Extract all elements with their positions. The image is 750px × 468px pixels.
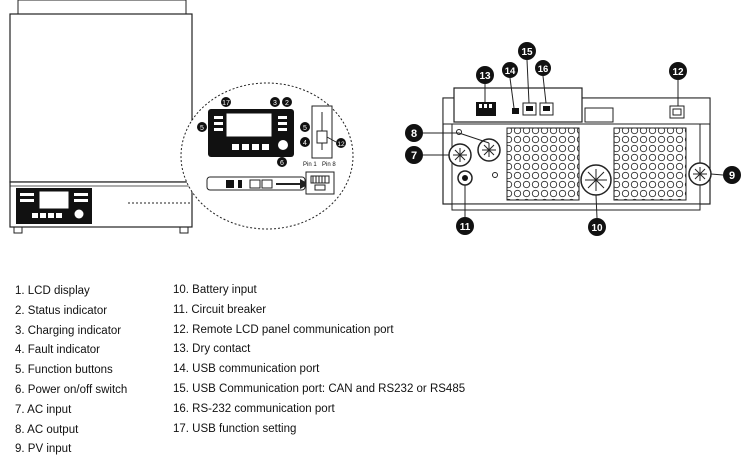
pin-8-label: Pin 8 <box>322 162 336 168</box>
callout-11: 11 <box>456 217 474 235</box>
callout-4: 4 <box>300 137 310 147</box>
svg-text:5: 5 <box>200 125 204 132</box>
communication-board <box>453 87 614 123</box>
svg-text:14: 14 <box>505 66 516 77</box>
legend-item: 6. Power on/off switch <box>15 383 128 396</box>
svg-text:8: 8 <box>411 128 417 140</box>
pv-input-gland <box>688 162 712 186</box>
legend-item: 7. AC input <box>15 403 72 416</box>
legend-item: 5. Function buttons <box>15 364 113 377</box>
callout-2: 2 <box>282 97 292 107</box>
callout-12-zoom: 12 <box>336 138 346 148</box>
svg-text:9: 9 <box>729 170 735 182</box>
ac-output-gland <box>477 138 501 162</box>
legend-item: 13. Dry contact <box>173 343 251 356</box>
svg-text:2: 2 <box>285 100 289 107</box>
callout-9: 9 <box>723 166 741 184</box>
battery-input-gland <box>580 164 612 196</box>
svg-text:16: 16 <box>538 64 549 75</box>
callout-14: 14 <box>502 62 518 78</box>
cooling-fans <box>506 127 687 201</box>
front-control-panel <box>16 188 92 224</box>
callout-16: 16 <box>535 60 551 76</box>
svg-text:11: 11 <box>460 222 471 233</box>
svg-text:13: 13 <box>479 71 491 82</box>
svg-text:5: 5 <box>303 125 307 132</box>
legend-item: 16. RS-232 communication port <box>173 402 335 415</box>
callout-6: 6 <box>277 157 287 167</box>
legend-item: 9. PV input <box>15 443 72 456</box>
callout-5-left: 5 <box>197 122 207 132</box>
legend-item: 12. Remote LCD panel communication port <box>173 323 394 336</box>
legend-item: 3. Charging indicator <box>15 324 122 337</box>
svg-text:12: 12 <box>672 67 684 78</box>
product-overview-diagram: 17 3 2 5 5 4 6 12 Pin 1 Pi <box>9 0 741 236</box>
circuit-breaker <box>457 170 473 186</box>
svg-text:3: 3 <box>273 100 277 107</box>
legend-left-column: 1. LCD display 2. Status indicator 3. Ch… <box>15 282 127 460</box>
legend-item: 11. Circuit breaker <box>173 303 267 316</box>
pin-1-label: Pin 1 <box>303 162 317 168</box>
legend-item: 17. USB function setting <box>173 422 297 435</box>
callout-7: 7 <box>405 146 423 164</box>
callout-5-right: 5 <box>300 122 310 132</box>
callout-13: 13 <box>476 66 494 84</box>
legend-item: 4. Fault indicator <box>15 344 101 357</box>
legend-item: 14. USB communication port <box>173 363 320 376</box>
inverter-rear-view: 13 14 15 16 12 8 7 9 <box>405 42 741 236</box>
callout-8: 8 <box>405 124 423 142</box>
callout-10: 10 <box>588 218 606 236</box>
bottom-port-strip <box>206 171 335 195</box>
legend-item: 8. AC output <box>15 423 79 436</box>
svg-text:15: 15 <box>521 47 533 58</box>
svg-text:10: 10 <box>591 223 603 234</box>
rj45-port-detail <box>311 105 337 159</box>
zoom-detail-circle: 17 3 2 5 5 4 6 12 Pin 1 Pi <box>180 82 354 230</box>
zoomed-control-panel <box>208 109 294 157</box>
callout-17: 17 <box>221 97 231 107</box>
svg-text:12: 12 <box>337 141 345 148</box>
svg-text:6: 6 <box>280 160 284 167</box>
leader-lines <box>423 59 724 219</box>
svg-text:7: 7 <box>411 150 417 162</box>
callout-3: 3 <box>270 97 280 107</box>
legend-item: 15. USB Communication port: CAN and RS23… <box>173 382 466 395</box>
callout-12: 12 <box>669 62 687 80</box>
legend-item: 1. LCD display <box>15 285 90 297</box>
svg-text:17: 17 <box>222 100 230 107</box>
ac-input-gland <box>448 143 472 167</box>
inverter-front-view <box>9 0 193 234</box>
callout-15: 15 <box>518 42 536 60</box>
legend-item: 10. Battery input <box>173 284 257 296</box>
svg-text:4: 4 <box>303 140 307 147</box>
legend-item: 2. Status indicator <box>15 304 108 317</box>
legend-right-column: 10. Battery input 11. Circuit breaker 12… <box>173 281 465 439</box>
